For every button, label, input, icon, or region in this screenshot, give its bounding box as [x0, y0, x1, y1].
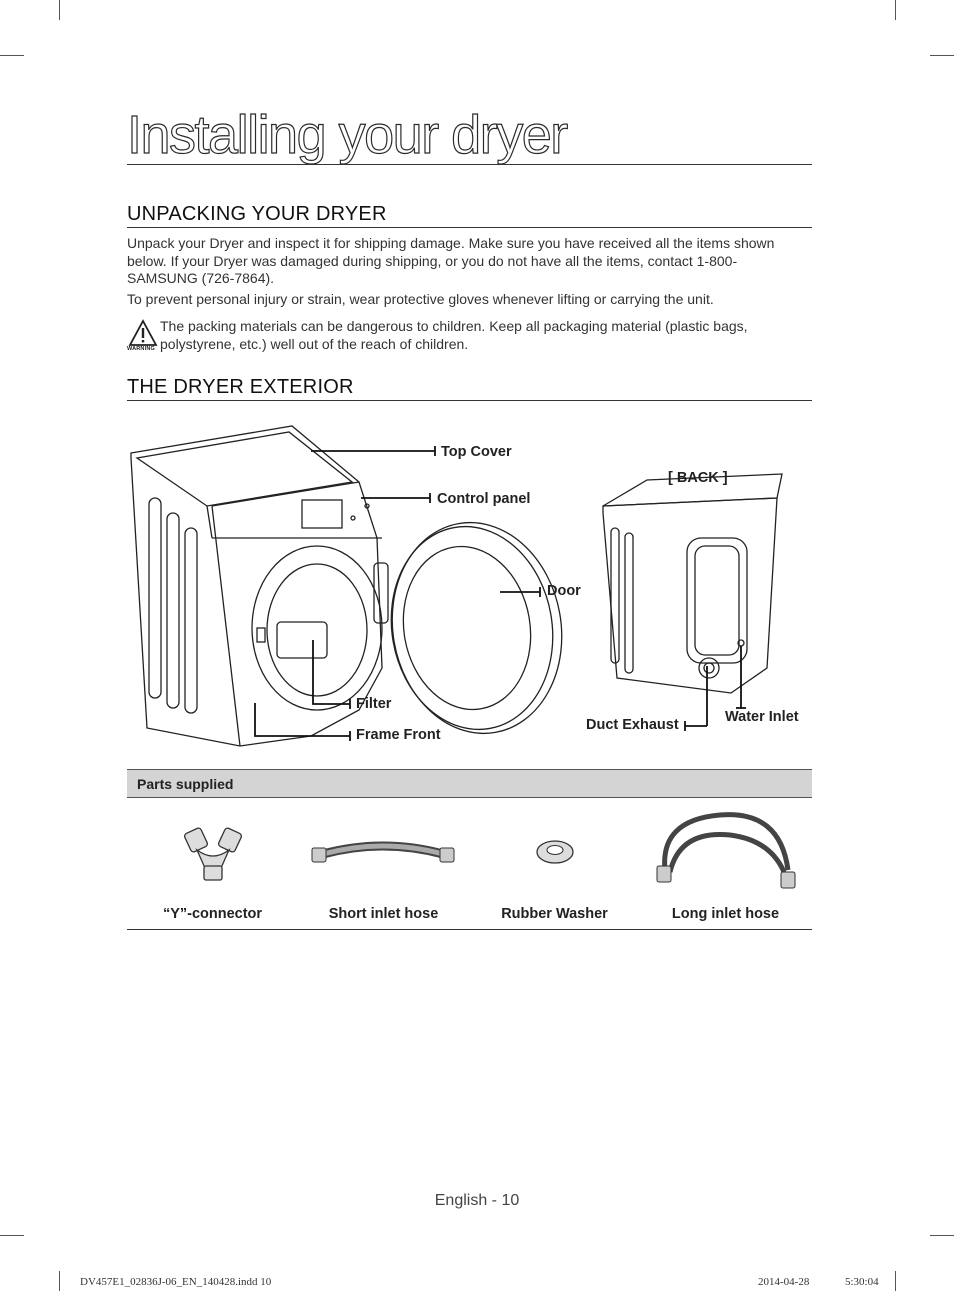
part-label: Short inlet hose: [298, 906, 469, 922]
filter-label: Filter: [356, 696, 391, 712]
part-item: Rubber Washer: [469, 800, 640, 930]
part-item: “Y”-connector: [127, 800, 298, 930]
crop-mark: [895, 0, 896, 20]
title-rule: [127, 164, 812, 165]
crop-mark: [59, 0, 60, 20]
exterior-heading: THE DRYER EXTERIOR: [127, 376, 354, 399]
dryer-diagram: Top Cover Control panel Door Filter Fram…: [127, 418, 817, 758]
slug-file: DV457E1_02836J-06_EN_140428.indd 10: [80, 1276, 271, 1288]
y-connector-icon: [127, 810, 298, 900]
page-footer: English - 10: [0, 1192, 954, 1210]
part-item: Short inlet hose: [298, 800, 469, 930]
control-panel-label: Control panel: [437, 491, 530, 507]
parts-supplied-title: Parts supplied: [137, 776, 233, 792]
unpacking-heading: UNPACKING YOUR DRYER: [127, 203, 387, 226]
dryer-illustration: [127, 418, 817, 758]
exterior-rule: [127, 400, 812, 401]
crop-mark: [895, 1271, 896, 1291]
part-label: Long inlet hose: [640, 906, 811, 922]
long-hose-icon: [640, 810, 811, 900]
crop-mark: [930, 1235, 954, 1236]
frame-front-label: Frame Front: [356, 727, 441, 743]
back-label: [ BACK ]: [668, 470, 728, 486]
warning-icon: WARNING: [127, 318, 159, 356]
crop-mark: [0, 1235, 24, 1236]
slug-date: 2014-04-28: [758, 1276, 809, 1288]
top-cover-label: Top Cover: [441, 444, 512, 460]
duct-exhaust-label: Duct Exhaust: [586, 717, 679, 733]
parts-bottom-rule: [127, 929, 812, 930]
unpacking-paragraph: Unpack your Dryer and inspect it for shi…: [127, 235, 777, 288]
crop-mark: [930, 55, 954, 56]
short-hose-icon: [298, 810, 469, 900]
warning-text: The packing materials can be dangerous t…: [160, 318, 800, 353]
parts-supplied-header: Parts supplied: [127, 769, 812, 798]
door-label: Door: [547, 583, 581, 599]
crop-mark: [0, 55, 24, 56]
part-label: Rubber Washer: [469, 906, 640, 922]
page-title: Installing your dryer: [127, 108, 567, 162]
rubber-washer-icon: [469, 810, 640, 900]
part-item: Long inlet hose: [640, 800, 811, 930]
unpacking-rule: [127, 227, 812, 228]
gloves-paragraph: To prevent personal injury or strain, we…: [127, 291, 777, 309]
slug-time: 5:30:04: [845, 1276, 879, 1288]
part-label: “Y”-connector: [127, 906, 298, 922]
warning-icon-label: WARNING: [127, 346, 155, 352]
crop-mark: [59, 1271, 60, 1291]
water-inlet-label: Water Inlet: [725, 709, 799, 725]
